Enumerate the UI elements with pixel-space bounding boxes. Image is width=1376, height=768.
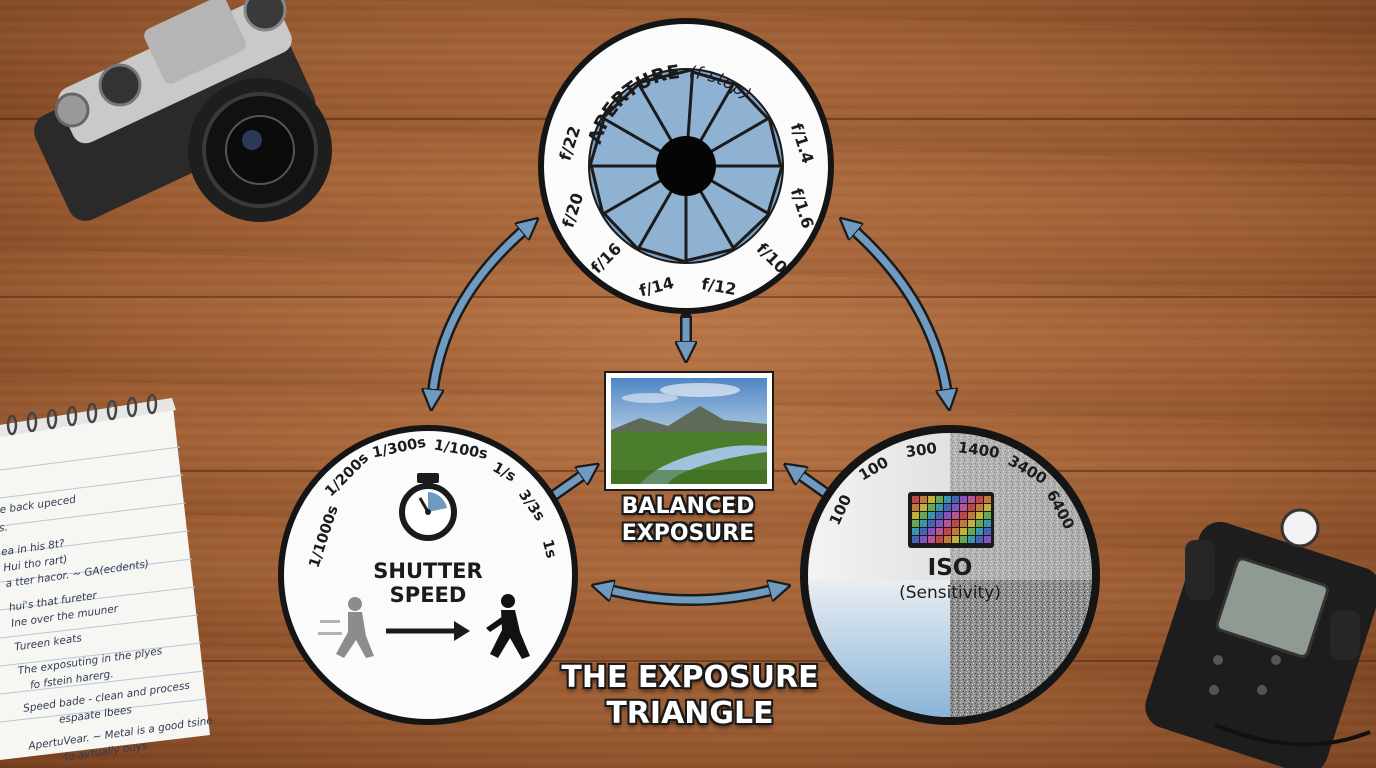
- sensor-pixel: [920, 512, 927, 519]
- sensor-pixel: [960, 496, 967, 503]
- sensor-pixel: [936, 504, 943, 511]
- film-camera-illustration: [34, 0, 332, 222]
- sensor-pixel: [976, 520, 983, 527]
- sensor-pixel: [912, 512, 919, 519]
- sensor-pixel: [912, 536, 919, 543]
- sensor-pixel: [976, 528, 983, 535]
- relationship-arrows: [432, 225, 948, 606]
- sensor-pixel: [936, 520, 943, 527]
- motion-arrow-head: [454, 621, 470, 641]
- sensor-pixel: [976, 504, 983, 511]
- sensor-pixel: [984, 536, 991, 543]
- sensor-pixel: [976, 536, 983, 543]
- sensor-pixel: [960, 512, 967, 519]
- aperture-shutter-arrow: [432, 225, 530, 400]
- iso-subtitle: (Sensitivity): [899, 583, 1001, 603]
- light-meter-illustration: [1145, 508, 1376, 768]
- iso-value-label: 1400: [957, 438, 1001, 462]
- aperture-iris-icon: [590, 70, 782, 262]
- sensor-pixel: [976, 512, 983, 519]
- sensor-pixel: [928, 536, 935, 543]
- shutter-to-exposure-arrow: [550, 470, 590, 499]
- sensor-pixel: [984, 528, 991, 535]
- sensor-pixel: [928, 528, 935, 535]
- sensor-pixel: [968, 536, 975, 543]
- sensor-pixel: [968, 520, 975, 527]
- sensor-pixel: [952, 536, 959, 543]
- sensor-pixel: [944, 536, 951, 543]
- shutter-speed-label: 1s: [539, 538, 559, 560]
- sensor-pixel: [928, 512, 935, 519]
- sensor-pixel: [984, 504, 991, 511]
- sensor-pixel: [984, 496, 991, 503]
- sensor-pixel: [912, 520, 919, 527]
- motion-blur-runner-icon: [318, 597, 374, 658]
- balanced-exposure-line: BALANCED: [621, 494, 755, 519]
- stopwatch-icon: [399, 473, 457, 541]
- sensor-pixel: [944, 520, 951, 527]
- sensor-pixel: [952, 512, 959, 519]
- sensor-pixel: [912, 528, 919, 535]
- sensor-pixel: [976, 496, 983, 503]
- sensor-pixel: [944, 504, 951, 511]
- sensor-pixel: [912, 496, 919, 503]
- sensor-pixel: [952, 528, 959, 535]
- iso-circle: 100 100 300 1400 3400 6400 ISO (Sensitiv…: [800, 425, 1100, 725]
- sharp-runner-icon: [486, 594, 530, 659]
- sensor-pixel: [952, 520, 959, 527]
- diagram-title-line: THE EXPOSURE: [561, 660, 819, 695]
- sensor-pixel: [968, 528, 975, 535]
- sensor-pixel: [952, 504, 959, 511]
- sensor-pixel: [936, 512, 943, 519]
- shutter-title: SPEED: [390, 583, 467, 607]
- sensor-pixel: [960, 528, 967, 535]
- handwritten-notebook: sure back upeced ens. ea in his 8t? Hui …: [0, 393, 213, 764]
- sensor-pixel: [920, 528, 927, 535]
- shutter-title: SHUTTER: [373, 559, 482, 583]
- aperture-circle: APERTURE (f-stop) f/22 f/20 f/16 f/14 f/…: [538, 18, 834, 314]
- wood-plank-seam: [0, 660, 1376, 662]
- iso-title: ISO: [928, 555, 973, 581]
- sensor-pixel: [968, 496, 975, 503]
- sensor-pixel: [984, 512, 991, 519]
- sensor-pixel: [968, 512, 975, 519]
- iso-to-exposure-arrow: [793, 470, 833, 499]
- sensor-pixel: [928, 520, 935, 527]
- shutter-speed-circle: 1/1000s 1/200s 1/300s 1/100s 1/s 3/3s 1s…: [278, 425, 578, 725]
- sensor-pixel: [920, 496, 927, 503]
- diagram-title: THE EXPOSURE TRIANGLE: [540, 660, 840, 732]
- sensor-pixel: [936, 536, 943, 543]
- sensor-pixel: [952, 496, 959, 503]
- image-sensor-icon: [908, 492, 994, 548]
- diagram-title-line: TRIANGLE: [606, 696, 774, 731]
- sensor-pixel: [928, 504, 935, 511]
- shutter-iso-arrow: [602, 588, 780, 604]
- sensor-pixel: [984, 520, 991, 527]
- sensor-pixel: [920, 520, 927, 527]
- sensor-pixel: [944, 496, 951, 503]
- sensor-pixel: [912, 504, 919, 511]
- balanced-exposure-line: EXPOSURE: [621, 521, 755, 546]
- sensor-pixel: [920, 504, 927, 511]
- sensor-pixel: [960, 536, 967, 543]
- notebook-line: ens.: [0, 521, 9, 536]
- balanced-exposure-photo: [604, 371, 774, 491]
- aperture-iso-arrow: [848, 225, 948, 400]
- sensor-pixel: [944, 512, 951, 519]
- sensor-pixel: [920, 536, 927, 543]
- sensor-pixel: [936, 528, 943, 535]
- balanced-exposure-label: BALANCED EXPOSURE: [596, 493, 780, 547]
- sensor-pixel: [928, 496, 935, 503]
- sensor-pixel: [944, 528, 951, 535]
- sensor-pixel: [960, 504, 967, 511]
- sensor-pixel: [968, 504, 975, 511]
- sensor-pixel: [960, 520, 967, 527]
- sensor-pixel: [936, 496, 943, 503]
- iso-value-label: 300: [905, 439, 939, 461]
